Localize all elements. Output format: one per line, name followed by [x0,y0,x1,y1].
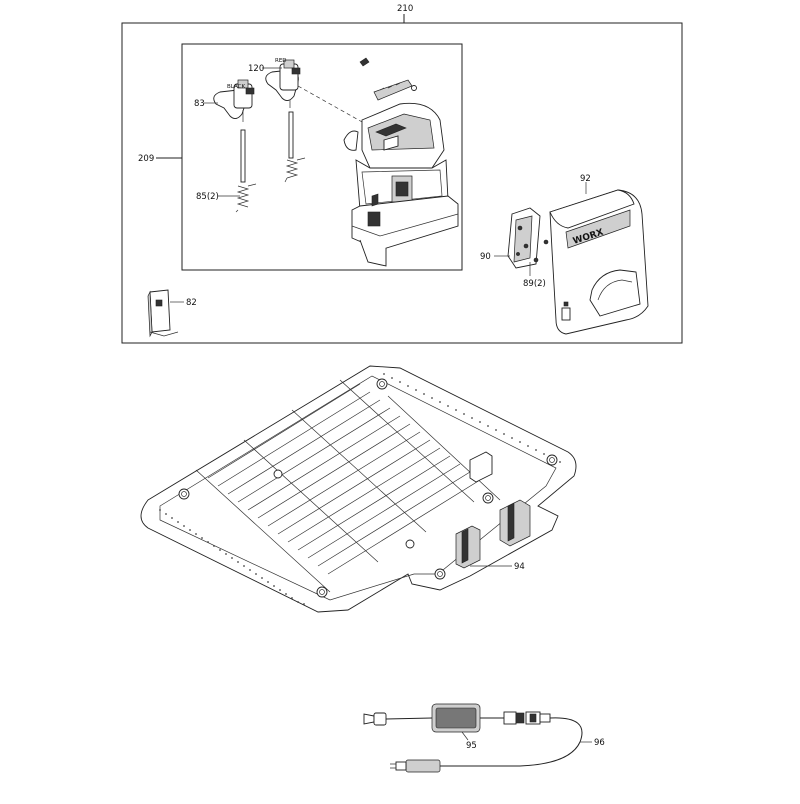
base-plate-charging-strips [455,451,531,569]
label-85: 85(2) [196,192,219,202]
part-92-cover: WORX [549,189,649,335]
part-90-board [507,207,541,269]
part-82-bracket [147,289,179,338]
terminal-red-120 [265,59,301,108]
contact-pins [240,111,294,183]
base-plate-slats [195,379,501,593]
part-94-base-plate [140,365,577,613]
label-92: 92 [580,174,591,184]
label-89: 89(2) [523,279,546,289]
label-82: 82 [186,298,197,308]
terminal-black-83 [213,79,255,122]
label-120: 120 [248,64,264,74]
springs-85 [235,157,306,213]
label-83: 83 [194,99,205,109]
base-plate-holes [178,378,558,598]
charging-station-housing [343,57,459,267]
part-89-screws [533,239,549,263]
label-210: 210 [397,4,413,14]
assembly-210-frame: 210 [121,4,683,344]
label-96: 96 [594,738,605,748]
label-209: 209 [138,154,154,164]
label-black: BLACK [227,84,245,90]
label-red: RED [275,58,287,64]
label-90: 90 [480,252,491,262]
part-96-extension-cable [390,717,583,773]
base-plate-dot-texture [159,373,561,605]
label-95: 95 [466,741,477,751]
part-95-power-adapter [363,703,551,733]
assembly-209-frame: 209 [138,43,463,271]
label-94: 94 [514,562,525,572]
